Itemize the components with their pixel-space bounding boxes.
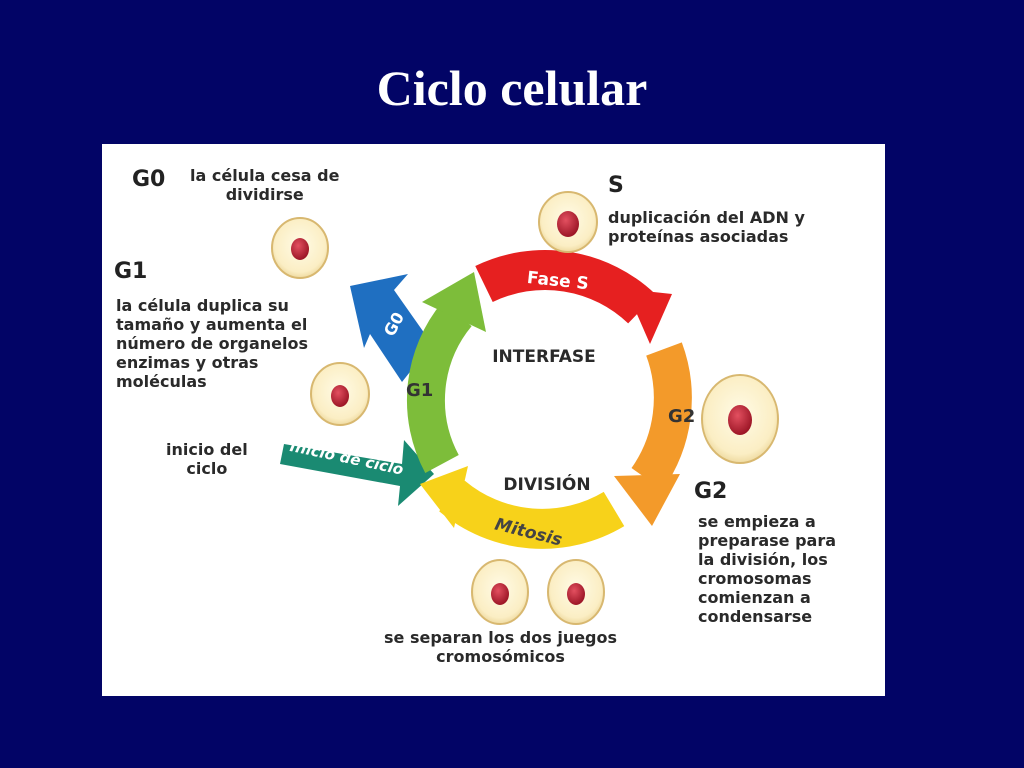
cell-division-2 bbox=[547, 559, 605, 625]
g0-arrow bbox=[350, 274, 432, 382]
cell-g2 bbox=[701, 374, 779, 464]
cell-g1 bbox=[310, 362, 370, 426]
cycle-graphic: Fase S G2 Mitosis G1 G0 Inicio de ciclo … bbox=[271, 191, 779, 625]
cell-cycle-diagram: Fase S G2 Mitosis G1 G0 Inicio de ciclo … bbox=[102, 144, 885, 696]
slide-title: Ciclo celular bbox=[376, 60, 648, 116]
s-description: duplicación del ADN y proteínas asociada… bbox=[608, 208, 805, 246]
g2-arrow bbox=[631, 342, 692, 490]
fase-s-arrow bbox=[475, 250, 656, 324]
interfase-label: INTERFASE bbox=[492, 347, 596, 367]
g1-arrow bbox=[406, 301, 472, 473]
g0-heading: G0 bbox=[132, 167, 166, 192]
g0-description: la célula cesa de dividirse bbox=[190, 166, 340, 204]
g2-arrow-label: G2 bbox=[668, 406, 695, 427]
inicio-description: inicio del ciclo bbox=[166, 440, 248, 478]
g2-heading: G2 bbox=[694, 479, 728, 504]
cell-g0 bbox=[271, 217, 329, 279]
cell-division-1 bbox=[471, 559, 529, 625]
g1-description: la célula duplica su tamaño y aumenta el… bbox=[116, 296, 309, 391]
g1-heading: G1 bbox=[114, 259, 148, 284]
s-heading: S bbox=[608, 173, 624, 198]
mitosis-arrow bbox=[439, 480, 625, 549]
g1-arrow-label: G1 bbox=[406, 380, 433, 401]
inicio-arrow bbox=[280, 440, 434, 506]
g2-description: se empieza a preparase para la división,… bbox=[698, 512, 837, 626]
division-description: se separan los dos juegos cromosómicos bbox=[384, 628, 618, 666]
cell-s bbox=[538, 191, 598, 253]
division-label: DIVISIÓN bbox=[503, 473, 590, 495]
